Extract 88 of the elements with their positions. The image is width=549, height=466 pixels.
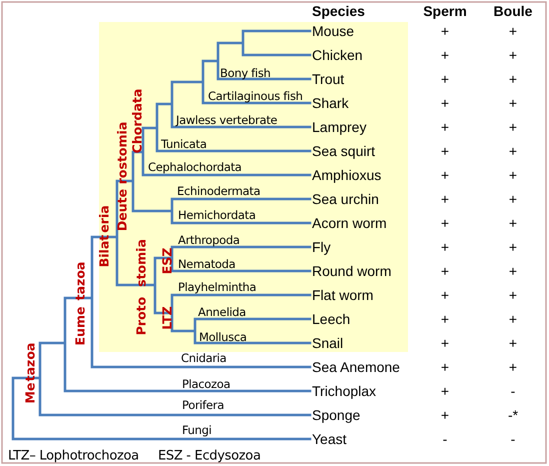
species-name: Round worm (312, 263, 392, 279)
footnote: ESZ - Ecdysozoa (158, 448, 261, 464)
clade-label: stomia (134, 239, 148, 287)
table-value: + (508, 263, 518, 279)
branch-label: Cnidaria (181, 351, 226, 365)
table-value: + (508, 311, 518, 327)
species-name: Lamprey (312, 119, 366, 135)
table-value: + (508, 287, 518, 303)
branch-label: Nematoda (178, 257, 236, 271)
table-value: + (508, 95, 518, 111)
table-value: - (442, 431, 448, 447)
table-value: + (440, 383, 450, 399)
branch-label: Echinodermata (177, 184, 260, 198)
branch-label: Bony fish (220, 66, 270, 80)
column-header: Boule (494, 3, 532, 19)
table-value: + (440, 311, 450, 327)
footnote: LTZ– Lophotrochozoa (8, 448, 139, 464)
table-value: + (440, 119, 450, 135)
branch-label: Playhelmintha (178, 280, 256, 294)
species-name: Sea urchin (312, 191, 379, 207)
table-value: - (510, 431, 516, 447)
table-value: + (440, 95, 450, 111)
clade-label: tazoa (22, 342, 38, 382)
species-name: Flat worm (312, 287, 374, 303)
branch-label: Porifera (182, 398, 224, 412)
table-value: + (440, 287, 450, 303)
table-value: + (440, 191, 450, 207)
species-name: Acorn worm (312, 215, 387, 231)
clade-label: Me (22, 382, 38, 404)
species-name: Mouse (312, 23, 354, 39)
column-header: Sperm (423, 3, 467, 19)
species-name: Chicken (312, 47, 363, 63)
clade-label: ESZ (160, 248, 174, 274)
branch-label: Jawless vertebrate (176, 113, 278, 127)
table-value: + (508, 239, 518, 255)
table-value: + (440, 359, 450, 375)
branch-label: Arthropoda (178, 233, 240, 247)
table-value: + (508, 23, 518, 39)
branch-label: Fungi (182, 423, 212, 437)
branch-label: Cartilaginous fish (208, 89, 303, 103)
species-name: Sea Anemone (312, 359, 400, 375)
table-value: + (440, 263, 450, 279)
column-header: Species (312, 3, 365, 19)
table-value: + (508, 335, 518, 351)
table-value: + (508, 143, 518, 159)
clade-label: Deute (114, 188, 130, 232)
species-name: Snail (312, 335, 344, 351)
table-value: + (508, 71, 518, 87)
branch-label: Placozoa (182, 377, 230, 391)
table-value: + (508, 119, 518, 135)
table-value: + (440, 215, 450, 231)
branch-label: Annelida (198, 305, 246, 319)
species-name: Amphioxus (312, 167, 382, 183)
table-value: + (508, 47, 518, 63)
table-value: + (440, 47, 450, 63)
clade-label: Bilat (96, 234, 112, 268)
clade-label: LTZ (160, 306, 174, 330)
branch-label: Mollusca (199, 330, 247, 344)
species-name: Trichoplax (312, 383, 376, 399)
clade-label: Eume (72, 306, 88, 346)
table-value: + (508, 215, 518, 231)
table-value: + (440, 143, 450, 159)
clade-label: tazoa (72, 262, 88, 300)
species-name: Sponge (312, 407, 360, 423)
table-value: + (508, 167, 518, 183)
table-value: + (440, 407, 450, 423)
species-name: Trout (312, 71, 344, 87)
table-value: + (508, 191, 518, 207)
table-value: -* (508, 407, 518, 423)
clade-label: eria (96, 205, 112, 233)
species-name: Fly (312, 239, 331, 255)
table-value: + (440, 167, 450, 183)
table-value: - (510, 383, 516, 399)
species-name: Shark (312, 95, 349, 111)
species-name: Yeast (312, 431, 347, 447)
branch-label: Tunicata (161, 137, 207, 151)
table-value: + (508, 359, 518, 375)
table-value: + (440, 23, 450, 39)
clade-label: rostomia (114, 122, 130, 184)
clade-label: Proto (134, 296, 148, 336)
table-value: + (440, 335, 450, 351)
species-name: Sea squirt (312, 143, 376, 159)
table-value: + (440, 71, 450, 87)
species-name: Leech (312, 311, 350, 327)
table-value: + (440, 239, 450, 255)
branch-label: Hemichordata (178, 208, 256, 222)
branch-label: Cephalochordata (148, 160, 242, 174)
clade-label: Chordata (130, 88, 144, 154)
